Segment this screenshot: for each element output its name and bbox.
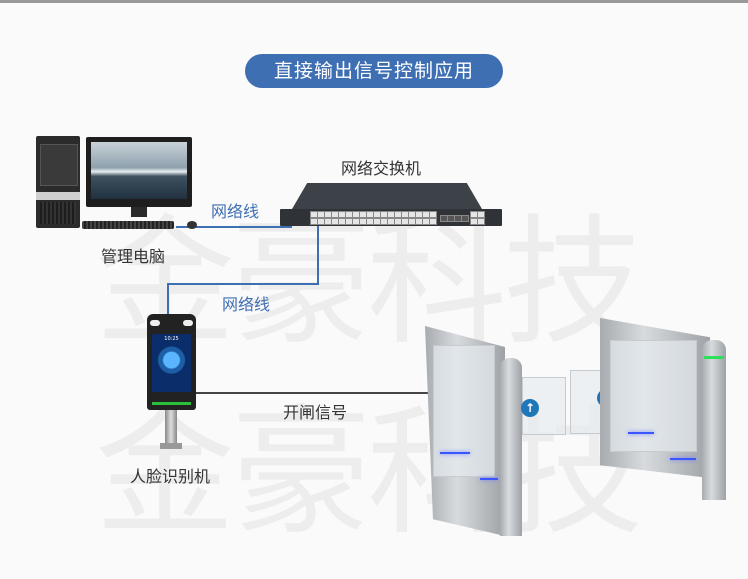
face-terminal-label: 人脸识别机	[130, 467, 211, 486]
sfp-port	[461, 215, 469, 222]
desktop-computer-icon	[36, 136, 80, 228]
terminal-base	[160, 443, 182, 449]
network-cable-label: 网络线	[211, 202, 260, 221]
network-switch-icon	[280, 183, 502, 226]
top-border	[0, 0, 748, 3]
terminal-pole	[165, 410, 177, 446]
ethernet-port	[477, 211, 485, 218]
face-recognition-terminal-icon: 10:25	[147, 314, 196, 410]
ethernet-port	[429, 211, 437, 218]
arrow-up-icon: ↑	[521, 399, 539, 417]
management-pc-label: 管理电脑	[101, 247, 166, 266]
gate-open-signal-label: 开闸信号	[283, 403, 348, 422]
line-switch-to-face	[167, 226, 319, 316]
keyboard-icon	[82, 221, 174, 229]
status-led	[152, 402, 191, 405]
terminal-screen: 10:25	[152, 334, 191, 392]
diagram-title: 直接输出信号控制应用	[245, 54, 503, 88]
terminal-time: 10:25	[164, 336, 179, 342]
mouse-icon	[187, 221, 197, 229]
green-indicator-light	[704, 356, 724, 359]
network-switch-label: 网络交换机	[341, 159, 422, 178]
ethernet-port	[429, 218, 437, 225]
network-cable-label: 网络线	[222, 295, 271, 314]
monitor-icon	[86, 137, 192, 217]
ethernet-port	[477, 218, 485, 225]
